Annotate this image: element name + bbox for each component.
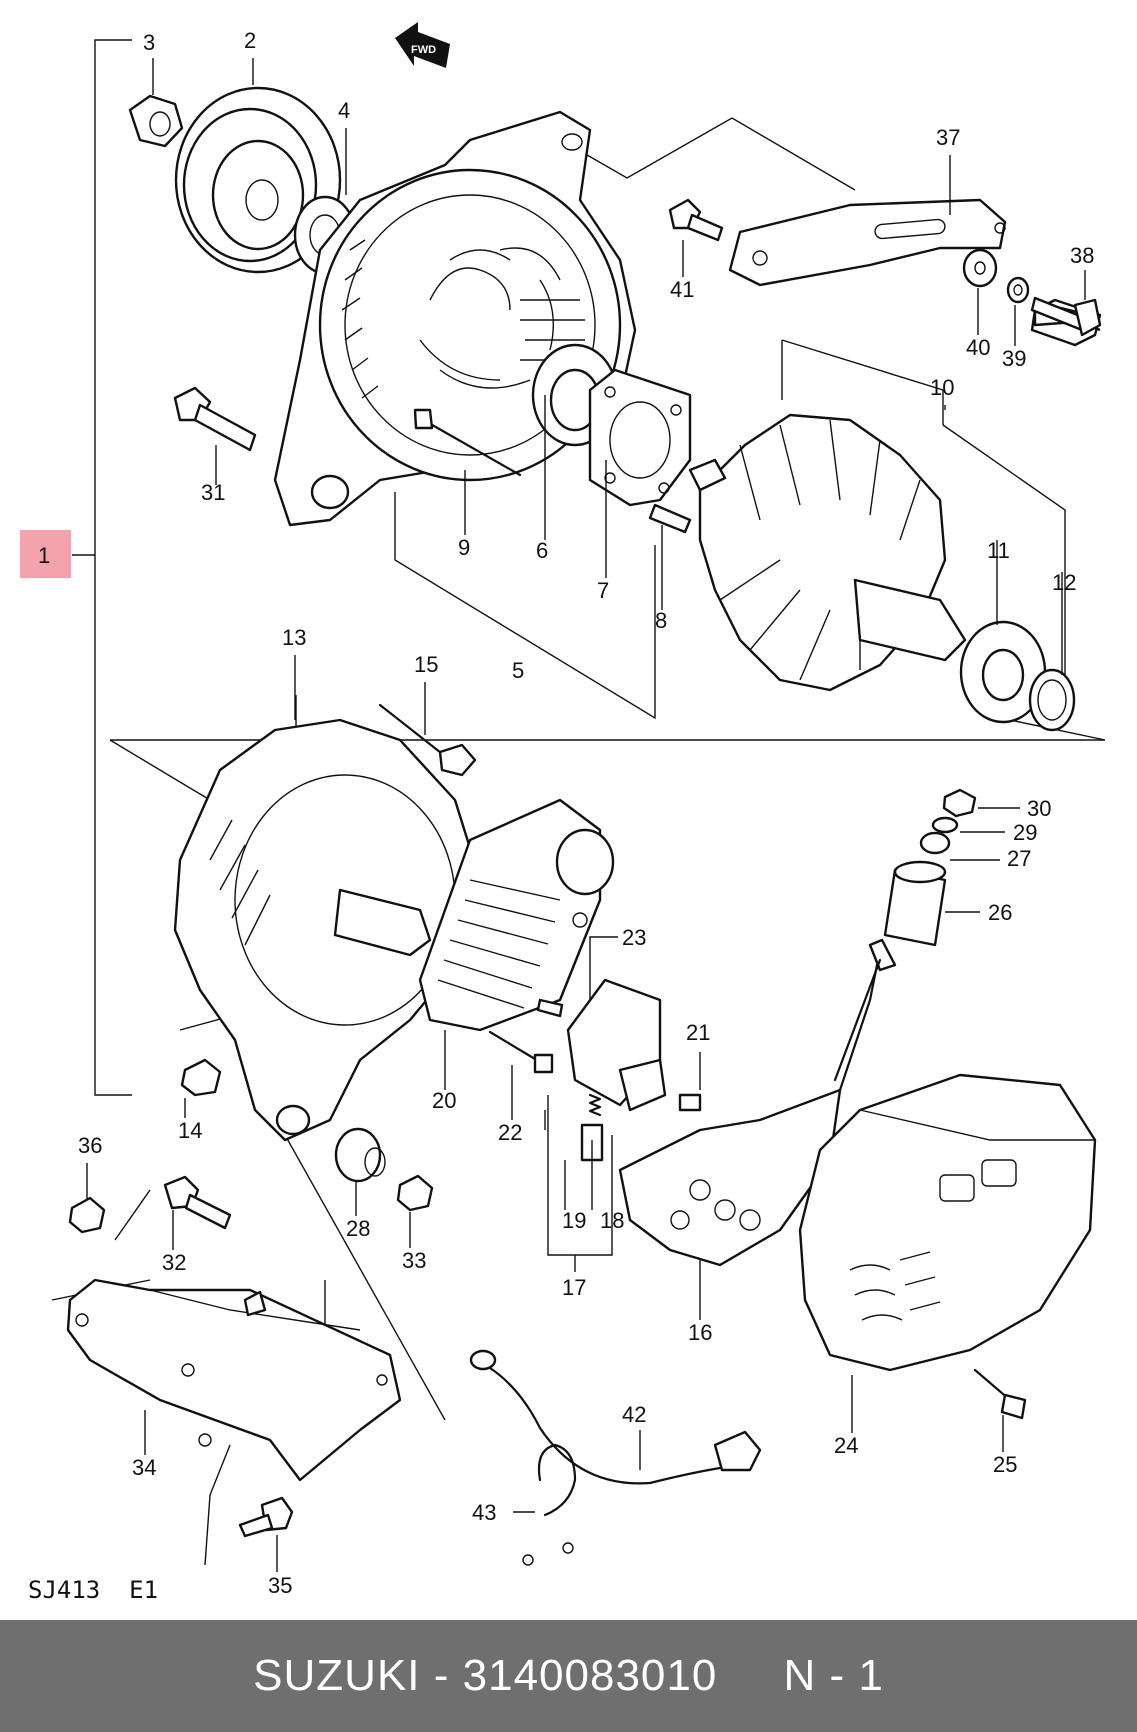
callout-19: 19 [562, 1208, 586, 1233]
collar-28 [334, 1127, 386, 1183]
callout-20: 20 [432, 1088, 456, 1113]
washer-40 [962, 248, 998, 288]
screw-22 [488, 1030, 554, 1074]
regulator [418, 798, 615, 1032]
brush-holder [566, 978, 667, 1112]
callout-43: 43 [472, 1500, 496, 1525]
callout-17: 17 [562, 1275, 586, 1300]
callout-35: 35 [268, 1573, 292, 1598]
callout-10: 10 [930, 375, 954, 400]
bearing-cover [1028, 668, 1076, 732]
adjusting-arm [728, 198, 1007, 287]
svg-text:FWD: FWD [411, 44, 436, 56]
callout-2: 2 [244, 28, 256, 53]
mounting-bracket [66, 1278, 402, 1482]
bolt-38-shaft [1030, 296, 1102, 337]
lock-washer-39 [1006, 276, 1030, 304]
callout-16: 16 [688, 1320, 712, 1345]
callout-26: 26 [988, 900, 1012, 925]
bolt-35 [238, 1496, 294, 1538]
callout-41: 41 [670, 277, 694, 302]
wire-harness [469, 1349, 762, 1485]
alternator-exploded-diagram: FWD [20, 22, 1106, 1604]
bolt-41 [668, 198, 724, 242]
washer-29 [931, 816, 959, 834]
callout-7: 7 [597, 578, 609, 603]
rear-end-frame [173, 718, 482, 1142]
rotor [688, 413, 967, 692]
nut-27 [919, 831, 951, 855]
part-number-caption: SUZUKI - 3140083010 N - 1 [253, 1651, 884, 1700]
callout-23: 23 [622, 925, 646, 950]
terminal-insulator [883, 860, 947, 947]
nut-30 [942, 788, 977, 818]
callout-9: 9 [458, 535, 470, 560]
footer-bar: SUZUKI - 3140083010 N - 1 [0, 1620, 1137, 1732]
callout-28: 28 [346, 1216, 370, 1241]
callout-6: 6 [536, 538, 548, 563]
bolt-32 [163, 1175, 232, 1230]
rectifier [618, 938, 897, 1267]
callout-42: 42 [622, 1402, 646, 1427]
callout-labels: 1 2 3 4 5 6 7 8 9 10 11 12 13 14 15 16 1… [38, 28, 1094, 1598]
callout-13: 13 [282, 625, 306, 650]
fwd-arrow-icon: FWD [395, 22, 450, 68]
callout-22: 22 [498, 1120, 522, 1145]
callout-38: 38 [1070, 243, 1094, 268]
screw-23 [536, 998, 564, 1018]
stator-coils [419, 247, 585, 389]
callout-37: 37 [936, 125, 960, 150]
terminal-bolt [833, 958, 882, 1082]
pulley-nut [128, 94, 184, 148]
callout-15: 15 [414, 652, 438, 677]
callout-3: 3 [143, 30, 155, 55]
drive-end-frame [273, 110, 637, 527]
rear-bearing [959, 620, 1047, 724]
callout-21: 21 [686, 1020, 710, 1045]
bearing-retainer-plate [588, 368, 692, 507]
rear-cover [798, 1073, 1097, 1372]
callout-24: 24 [834, 1433, 858, 1458]
callout-31: 31 [201, 480, 225, 505]
retainer-screw [648, 503, 692, 534]
callout-29: 29 [1013, 820, 1037, 845]
callout-39: 39 [1002, 346, 1026, 371]
callout-leader-lines [86, 58, 1086, 1572]
callout-11: 11 [987, 538, 1010, 563]
diagram-code: SJ413 E1 [28, 1576, 158, 1604]
callout-25: 25 [993, 1452, 1017, 1477]
nut-33 [396, 1174, 434, 1212]
callout-5: 5 [512, 658, 524, 683]
callout-14: 14 [178, 1118, 202, 1143]
callout-4: 4 [338, 98, 350, 123]
callout-40: 40 [966, 335, 990, 360]
mounting-bolt-31 [173, 386, 257, 452]
callout-18: 18 [600, 1208, 624, 1233]
wire-clamp [522, 1443, 577, 1566]
nut-36 [68, 1196, 106, 1234]
callout-33: 33 [402, 1248, 426, 1273]
through-bolt-9 [413, 408, 522, 477]
callout-34: 34 [132, 1455, 156, 1480]
screw-25 [973, 1368, 1027, 1420]
nut-14 [180, 1058, 222, 1097]
callout-36: 36 [78, 1133, 102, 1158]
callout-30: 30 [1027, 796, 1051, 821]
callout-1: 1 [38, 543, 50, 568]
callout-32: 32 [162, 1250, 186, 1275]
callout-12: 12 [1052, 570, 1076, 595]
screw-21 [678, 1093, 702, 1112]
through-bolt-15 [378, 703, 477, 777]
callout-27: 27 [1007, 846, 1031, 871]
callout-1-highlight [20, 530, 71, 578]
callout-8: 8 [655, 608, 667, 633]
